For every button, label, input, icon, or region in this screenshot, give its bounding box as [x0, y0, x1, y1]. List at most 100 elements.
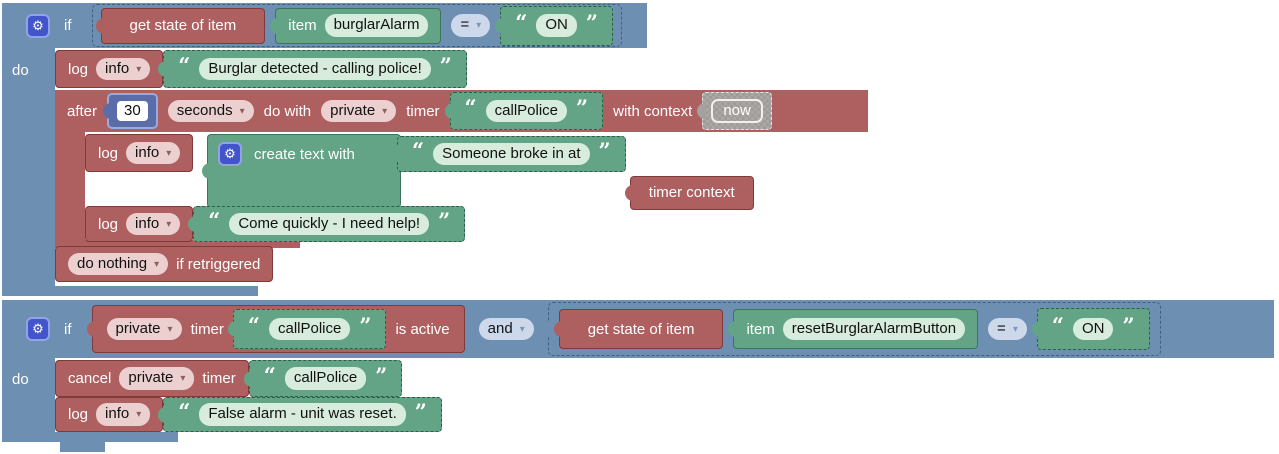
- timer-context-block[interactable]: timer context: [624, 175, 754, 210]
- chevron-down-icon: ▾: [167, 323, 173, 335]
- chevron-down-icon: ▾: [1012, 323, 1018, 335]
- do-label: do: [12, 62, 29, 79]
- timer-scope: private: [115, 319, 161, 337]
- operator-dropdown[interactable]: = ▾: [988, 317, 1027, 341]
- timer-name: callPolice: [293, 369, 358, 387]
- get-state-of-item-block[interactable]: get state of item: [95, 7, 266, 44]
- timer-scope: private: [330, 101, 376, 119]
- log-statement-row: log info ▾: [85, 134, 194, 172]
- text-quote-block[interactable]: “ ON ”: [495, 5, 613, 46]
- log-statement-row: log info ▾ “ False alarm - unit was rese…: [55, 397, 442, 432]
- text-value-field[interactable]: Come quickly - I need help!: [229, 212, 430, 236]
- item-label: item: [288, 17, 317, 34]
- operator-value: =: [460, 16, 470, 34]
- get-state-label: get state of item: [587, 320, 695, 338]
- retrigger-block[interactable]: do nothing ▾ if retriggered: [55, 246, 274, 282]
- chevron-down-icon: ▾: [166, 218, 172, 230]
- timer-name-field[interactable]: callPolice: [284, 367, 367, 390]
- item-block[interactable]: item resetBurglarAlarmButton: [728, 309, 979, 349]
- log-block[interactable]: log info ▾: [55, 397, 164, 432]
- chevron-down-icon: ▾: [180, 373, 186, 385]
- timer-scope-dropdown[interactable]: private ▾: [119, 367, 195, 390]
- text-value-field[interactable]: Someone broke in at: [433, 142, 590, 166]
- now-block-disabled[interactable]: now: [697, 92, 772, 130]
- text-value: ON: [545, 16, 568, 34]
- timer-name-field[interactable]: callPolice: [485, 99, 568, 123]
- timer-is-active-block[interactable]: private ▾ timer “ callPolice ” is active: [86, 305, 465, 353]
- log-block[interactable]: log info ▾: [85, 134, 194, 172]
- text-quote-block[interactable]: “ ON ”: [1031, 308, 1150, 350]
- cancel-timer-block[interactable]: cancel private ▾ timer: [55, 360, 249, 397]
- now-field: now: [711, 98, 763, 124]
- chevron-down-icon: ▾: [136, 63, 142, 75]
- item-name-field[interactable]: burglarAlarm: [324, 14, 429, 37]
- retrigger-mode-dropdown[interactable]: do nothing ▾: [68, 252, 169, 276]
- gear-icon[interactable]: ⚙: [26, 317, 50, 341]
- timer-scope: private: [128, 369, 174, 387]
- log-message: Come quickly - I need help!: [238, 214, 421, 232]
- timer-name-quote-block[interactable]: “ callPolice ”: [243, 360, 403, 397]
- if-label: if: [64, 17, 72, 34]
- chevron-down-icon: ▾: [136, 409, 142, 421]
- log-block[interactable]: log info ▾: [85, 206, 194, 242]
- log-level-dropdown[interactable]: info ▾: [96, 403, 151, 426]
- timer-context-label: timer context: [648, 184, 735, 201]
- number-block[interactable]: 30: [103, 93, 158, 129]
- is-active-label: is active: [395, 320, 450, 338]
- item-name: burglarAlarm: [333, 16, 420, 34]
- log-level-dropdown[interactable]: info ▾: [96, 57, 151, 81]
- text-quote-block[interactable]: “ Someone broke in at ”: [392, 136, 626, 172]
- logic-operator: and: [487, 319, 513, 337]
- text-quote-block[interactable]: “ Come quickly - I need help! ”: [188, 206, 466, 242]
- text-value-field[interactable]: ON: [536, 14, 577, 37]
- log-message: Burglar detected - calling police!: [208, 59, 422, 77]
- log-level: info: [105, 59, 130, 77]
- chevron-down-icon: ▾: [476, 20, 482, 32]
- text-value-field[interactable]: Burglar detected - calling police!: [199, 57, 431, 81]
- log-level-dropdown[interactable]: info ▾: [126, 141, 181, 165]
- log-statement-row: log info ▾ “ Burglar detected - calling …: [55, 50, 467, 88]
- comparison-block[interactable]: get state of item item burglarAlarm = ▾ …: [91, 4, 622, 47]
- log-level-dropdown[interactable]: info ▾: [126, 212, 181, 236]
- log-block[interactable]: log info ▾: [55, 50, 164, 88]
- create-text-block[interactable]: ⚙ create text with: [202, 134, 401, 208]
- retrigger-statement-row: do nothing ▾ if retriggered: [55, 246, 274, 282]
- chevron-down-icon: ▾: [166, 147, 172, 159]
- time-unit-dropdown[interactable]: seconds ▾: [167, 99, 254, 123]
- text-quote-block[interactable]: “ Burglar detected - calling police! ”: [158, 50, 467, 88]
- comparison-block[interactable]: get state of item item resetBurglarAlarm…: [542, 302, 1161, 356]
- log-level: info: [135, 143, 160, 161]
- timer-label: timer: [406, 102, 440, 120]
- gear-icon[interactable]: ⚙: [218, 142, 242, 166]
- timer-name-field[interactable]: callPolice: [269, 317, 351, 341]
- time-unit: seconds: [176, 101, 233, 119]
- operator-value: =: [997, 319, 1006, 337]
- text-value-field[interactable]: False alarm - unit was reset.: [199, 403, 406, 426]
- timer-scope-dropdown[interactable]: private ▾: [321, 99, 397, 123]
- operator-dropdown[interactable]: = ▾: [451, 14, 491, 37]
- timer-scope-dropdown[interactable]: private ▾: [106, 317, 182, 341]
- get-state-of-item-block[interactable]: get state of item: [553, 309, 724, 349]
- item-name-field[interactable]: resetBurglarAlarmButton: [782, 317, 966, 341]
- create-text-label: create text with: [254, 145, 355, 163]
- cancel-label: cancel: [68, 370, 112, 387]
- if-label: if: [64, 320, 72, 338]
- timer-name-quote-block[interactable]: “ callPolice ”: [444, 92, 604, 130]
- log-level: info: [135, 214, 160, 232]
- delay-value: 30: [124, 101, 141, 119]
- timer-name: callPolice: [494, 101, 559, 119]
- gear-icon[interactable]: ⚙: [26, 13, 50, 38]
- gear-glyph: ⚙: [32, 321, 44, 336]
- timer-name-quote-block[interactable]: “ callPolice ”: [227, 309, 387, 349]
- logic-operator-dropdown[interactable]: and ▾: [478, 317, 534, 341]
- log-label: log: [68, 60, 89, 78]
- do-label: do: [12, 371, 29, 388]
- delay-field[interactable]: 30: [117, 100, 148, 122]
- text-quote-block[interactable]: “ False alarm - unit was reset. ”: [158, 397, 442, 432]
- chevron-down-icon: ▾: [382, 105, 388, 117]
- text-value-field[interactable]: ON: [1072, 317, 1114, 341]
- after-label: after: [67, 102, 98, 120]
- cancel-statement-row: cancel private ▾ timer “ callPolice ”: [55, 360, 403, 397]
- item-block[interactable]: item burglarAlarm: [270, 7, 442, 44]
